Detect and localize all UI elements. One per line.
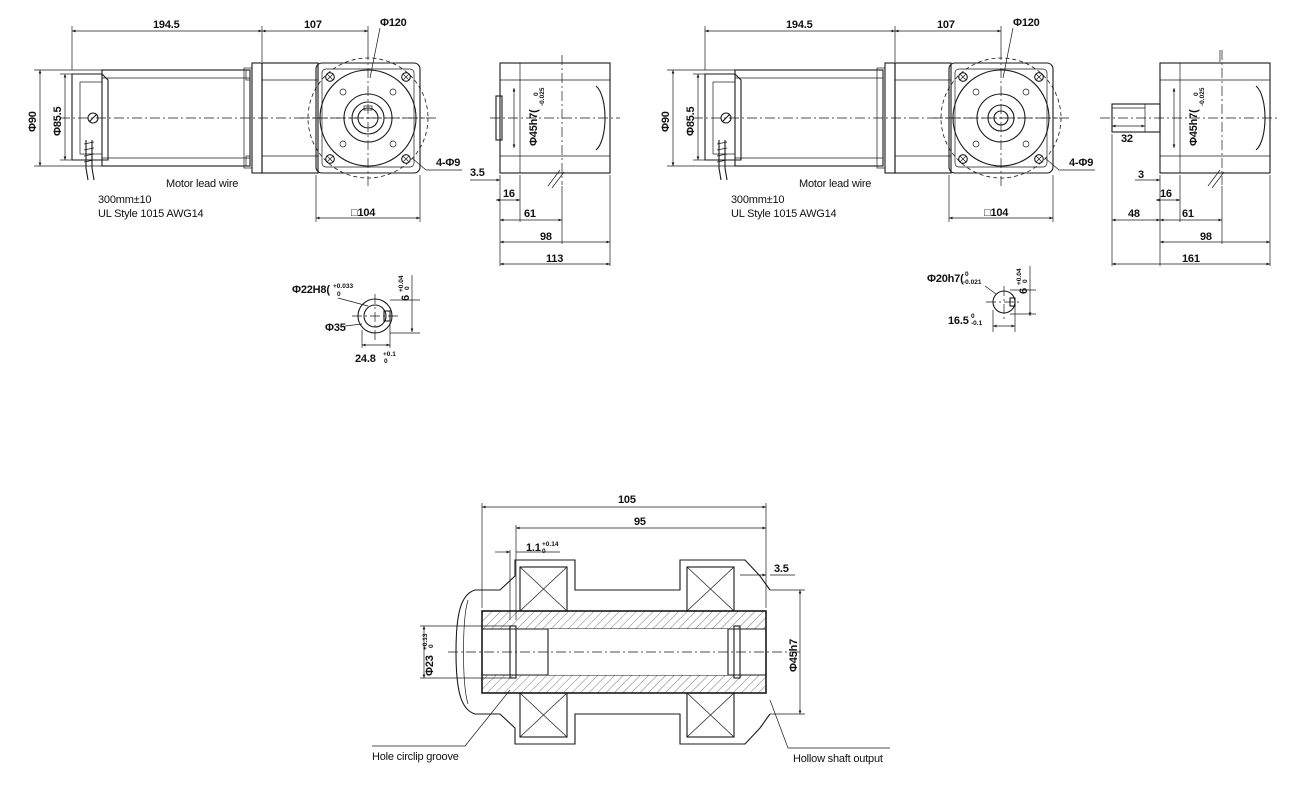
- motor-b-dia90-label: Φ90: [660, 111, 672, 132]
- section-dim-105: 105: [618, 494, 636, 506]
- motor-b-length-label: 194.5: [786, 19, 813, 31]
- motor-a-bore-dia: Φ22H8(: [292, 284, 330, 296]
- motor-a-dia90-label: Φ90: [27, 111, 39, 132]
- motor-a-mount-holes-label: 4-Φ9: [436, 157, 460, 169]
- motor-a-bore-outer: Φ35: [325, 322, 346, 334]
- motor-b-gear-length-label: 107: [937, 19, 955, 31]
- motor-a-dim-98: 98: [540, 231, 552, 243]
- section-shaft-dia: Φ45h7: [788, 639, 800, 672]
- motor-b-dim-61: 61: [1182, 208, 1194, 220]
- motor-b-right-view: [1100, 50, 1280, 189]
- section-groove-width-tol-lower: 0: [542, 548, 546, 555]
- motor-b-dim-48: 48: [1128, 208, 1140, 220]
- section-groove-dia-tol-upper: +0.13: [422, 633, 429, 650]
- motor-b-dia85-label: Φ85.5: [685, 106, 697, 136]
- motor-a-flange-view: [300, 50, 436, 186]
- motor-b-flange-view: [933, 50, 1069, 186]
- motor-b-shaft-dia-label: Φ45h7(: [1188, 109, 1200, 146]
- motor-b-dim-3: 3: [1138, 169, 1144, 181]
- motor-a-shaft-tol: -0.025: [539, 87, 546, 106]
- motor-b-lead-spec: UL Style 1015 AWG14: [731, 208, 837, 220]
- motor-b-key-width: 6: [1018, 288, 1030, 294]
- motor-a-dia85-label: Φ85.5: [52, 106, 64, 136]
- motor-b-key-tol-upper: +0.04: [1016, 268, 1023, 285]
- motor-a-square-label: □104: [351, 207, 376, 219]
- motor-b-shaft-detail: [984, 266, 1036, 332]
- motor-b-shaft-detail-dia: Φ20h7(: [927, 273, 964, 285]
- motor-a-flange-dia-label: Φ120: [380, 17, 407, 29]
- motor-a-shaft-tol-zero: 0: [533, 92, 540, 96]
- motor-b-shaft-flat-tol-upper: 0: [971, 313, 975, 320]
- motor-b-mount-holes-label: 4-Φ9: [1069, 157, 1093, 169]
- motor-a-lead-length: 300mm±10: [98, 194, 151, 206]
- motor-a-bore-detail: [337, 275, 420, 348]
- section-groove-dia-tol-lower: 0: [428, 644, 435, 648]
- motor-b-shaft-tol: -0.025: [1199, 87, 1206, 106]
- motor-a-key-width: 6: [400, 295, 412, 301]
- motor-a-lead-spec: UL Style 1015 AWG14: [98, 208, 204, 220]
- motor-a-dim-61: 61: [524, 208, 536, 220]
- motor-a-key-tol-upper: +0.04: [398, 275, 405, 292]
- motor-a-lead-wire-label: Motor lead wire: [166, 178, 238, 190]
- motor-b-key-tol-lower: 0: [1022, 279, 1029, 283]
- motor-a-length-label: 194.5: [153, 19, 180, 31]
- motor-b-shaft-flat-tol-lower: -0.1: [971, 320, 983, 327]
- section-groove-width: 1.1: [526, 542, 541, 554]
- motor-a-dim-3-5: 3.5: [470, 167, 485, 179]
- motor-b-dim-32: 32: [1121, 133, 1133, 145]
- motor-a-bore-depth-tol-lower: 0: [384, 358, 388, 365]
- motor-b-dim-16: 16: [1160, 188, 1172, 200]
- motor-a-gear-length-label: 107: [304, 19, 322, 31]
- motor-a-side-view: [60, 62, 425, 181]
- section-groove-width-tol-upper: +0.14: [542, 541, 559, 548]
- section-dim-3-5: 3.5: [774, 563, 789, 575]
- motor-a-bore-depth: 24.8: [355, 353, 376, 365]
- section-dimensions: [372, 503, 890, 749]
- motor-b-flange-dia-label: Φ120: [1013, 17, 1040, 29]
- motor-b-shaft-tol-upper: 0: [965, 271, 969, 278]
- motor-b-shaft-flat: 16.5: [948, 315, 969, 327]
- motor-b-square-label: □104: [984, 207, 1009, 219]
- motor-b-dim-161: 161: [1182, 253, 1200, 265]
- motor-a-shaft-dia-label: Φ45h7(: [528, 109, 540, 146]
- section-groove-dia: Φ23: [424, 655, 436, 676]
- motor-b-shaft-tol-lower: -0.021: [963, 279, 982, 286]
- motor-a-dimensions: [34, 26, 611, 266]
- motor-a-bore-depth-tol-upper: +0.1: [383, 351, 396, 358]
- motor-b-side-view: [693, 62, 1058, 181]
- motor-a-dim-16: 16: [503, 188, 515, 200]
- hollow-shaft-section: [448, 559, 800, 745]
- motor-b-lead-length: 300mm±10: [731, 194, 784, 206]
- motor-b-dim-98: 98: [1200, 231, 1212, 243]
- motor-b-shaft-tol-zero: 0: [1193, 92, 1200, 96]
- section-label-groove: Hole circlip groove: [372, 751, 459, 763]
- motor-a-bore-tol-lower: 0: [337, 291, 341, 298]
- section-dim-95: 95: [634, 516, 646, 528]
- motor-b-dimensions: [667, 26, 1271, 266]
- motor-a-dim-113: 113: [546, 253, 563, 265]
- motor-a-bore-tol-upper: +0.033: [333, 283, 353, 290]
- motor-b-lead-wire-label: Motor lead wire: [799, 178, 871, 190]
- motor-a-key-tol-lower: 0: [404, 286, 411, 290]
- section-label-output: Hollow shaft output: [793, 753, 883, 765]
- motor-a-right-view: [490, 55, 620, 189]
